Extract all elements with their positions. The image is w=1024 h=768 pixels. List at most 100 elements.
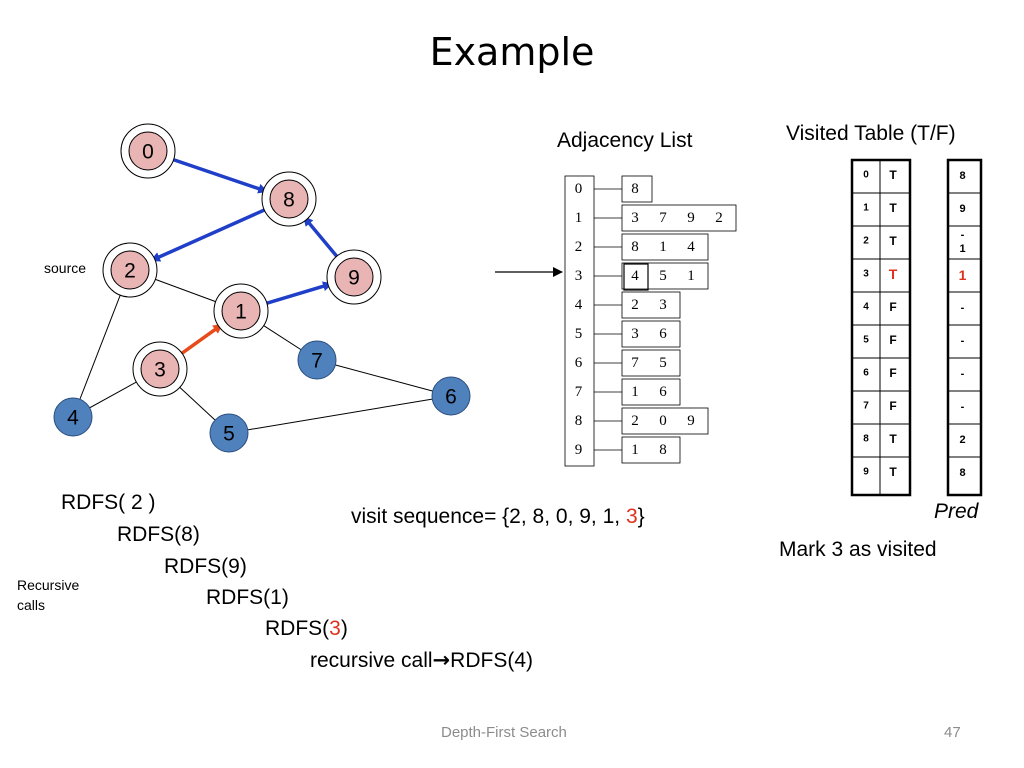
recursive-call-line: recursive call→RDFS(4) [310, 648, 533, 673]
pred-value: 8 [959, 170, 965, 182]
adjacency-vertex-9: 9 [575, 442, 583, 458]
recursive-call-line: RDFS(9) [164, 555, 247, 579]
visited-vertex-8: 8 [863, 434, 869, 445]
visited-value-7: F [889, 399, 896, 413]
adjacency-neighbor: 8 [659, 442, 667, 458]
adjacency-neighbor: 5 [659, 268, 667, 284]
adjacency-neighbor: 1 [687, 268, 695, 284]
visited-value-3: T [889, 266, 898, 282]
adjacency-neighbor: 9 [687, 413, 695, 429]
adjacency-vertex-column [564, 175, 595, 467]
node-6: 6 [431, 376, 471, 416]
pred-value: - [961, 335, 965, 347]
adjacency-row-4 [621, 291, 681, 319]
graph-edge-7-6 [316, 359, 452, 397]
footer-text: Depth-First Search [441, 724, 567, 741]
adjacency-list-title: Adjacency List [557, 129, 693, 152]
visited-value-4: F [889, 300, 896, 314]
visited-value-6: F [889, 366, 896, 380]
visit-sequence: visit sequence= {2, 8, 0, 9, 1, 3} [351, 505, 645, 529]
adjacency-neighbor: 2 [715, 210, 723, 226]
adjacency-neighbor: 2 [631, 297, 639, 313]
call-text: RDFS( [265, 617, 330, 640]
call-suffix: RDFS(4) [450, 649, 533, 672]
adjacency-neighbor: 3 [631, 210, 639, 226]
call-text: RDFS(1) [206, 586, 289, 609]
visited-vertex-7: 7 [863, 401, 869, 412]
pred-value: 8 [959, 467, 965, 479]
adjacency-vertex-5: 5 [575, 326, 583, 342]
pred-table: 89-11----28 [946, 158, 983, 497]
visited-value-0: T [889, 168, 897, 182]
node-9: 9 [326, 249, 382, 305]
node-label-0: 0 [142, 141, 154, 164]
adjacency-vertex-3: 3 [575, 268, 583, 284]
pred-value: 9 [959, 203, 965, 215]
adjacency-neighbor: 3 [631, 326, 639, 342]
call-highlight: 3 [329, 617, 341, 640]
node-4: 4 [53, 397, 93, 437]
recursive-calls-label: Recursive calls [17, 577, 80, 613]
adjacency-neighbor: 0 [659, 413, 667, 429]
pred-value: 2 [959, 434, 965, 446]
node-label-1: 1 [235, 301, 247, 324]
visited-vertex-9: 9 [863, 467, 869, 478]
adjacency-row-2 [621, 233, 709, 261]
adjacency-vertex-4: 4 [575, 297, 583, 313]
adjacency-vertex-8: 8 [575, 413, 583, 429]
call-text: RDFS( 2 ) [61, 491, 156, 514]
adjacency-vertex-6: 6 [575, 355, 583, 371]
visited-vertex-0: 0 [863, 170, 869, 181]
recursive-call-line: RDFS(8) [117, 523, 200, 547]
pred-value: 1 [959, 267, 967, 283]
adjacency-row-9 [621, 436, 681, 464]
adjacency-neighbor: 2 [631, 413, 639, 429]
call-text: recursive call [310, 649, 433, 672]
adjacency-vertex-1: 1 [575, 210, 583, 226]
visited-value-8: T [889, 432, 897, 446]
node-label-5: 5 [223, 423, 235, 446]
visited-value-5: F [889, 333, 896, 347]
visit-sequence-prefix: visit sequence= {2, 8, 0, 9, 1, [351, 505, 626, 528]
adjacency-neighbor: 3 [659, 297, 667, 313]
visited-table-title: Visited Table (T/F) [786, 122, 956, 145]
adjacency-row-1 [621, 204, 737, 232]
node-label-7: 7 [311, 350, 323, 373]
adjacency-neighbor: 7 [631, 355, 639, 371]
arrow-right-icon: → [432, 648, 451, 672]
adjacency-row-3 [621, 262, 709, 290]
visited-vertex-5: 5 [863, 335, 869, 346]
call-text: RDFS(9) [164, 555, 247, 578]
adjacency-neighbor: 5 [659, 355, 667, 371]
recursive-call-line: RDFS(1) [206, 586, 289, 610]
pred-table-frame [946, 158, 983, 497]
pred-value: - [961, 368, 965, 380]
node-3: 3 [132, 341, 188, 397]
adjacency-neighbor: 8 [631, 181, 639, 197]
recursive-call-line: RDFS( 2 ) [61, 491, 156, 515]
visit-sequence-suffix: } [637, 505, 645, 528]
pred-label: Pred [934, 500, 979, 523]
dfs-edge-8-2 [150, 202, 279, 262]
node-label-4: 4 [67, 407, 79, 430]
adjacency-neighbor: 4 [631, 268, 639, 284]
pred-value: - [961, 302, 965, 314]
node-2: 2 [102, 242, 158, 298]
visited-vertex-1: 1 [863, 203, 869, 214]
current-neighbor-highlight [623, 263, 649, 291]
page-number: 47 [944, 724, 961, 741]
visited-table-frame [850, 158, 912, 497]
visited-vertex-2: 2 [863, 236, 869, 247]
graph-edge-5-6 [228, 395, 452, 434]
node-label-9: 9 [348, 267, 360, 290]
visited-vertex-4: 4 [863, 302, 869, 313]
visited-value-2: T [889, 234, 897, 248]
source-label: source [44, 260, 87, 276]
adjacency-vertex-7: 7 [575, 384, 583, 400]
mark-visited-text: Mark 3 as visited [779, 538, 937, 561]
dfs-edge-0-8 [158, 153, 269, 194]
adjacency-neighbor: 1 [631, 384, 639, 400]
